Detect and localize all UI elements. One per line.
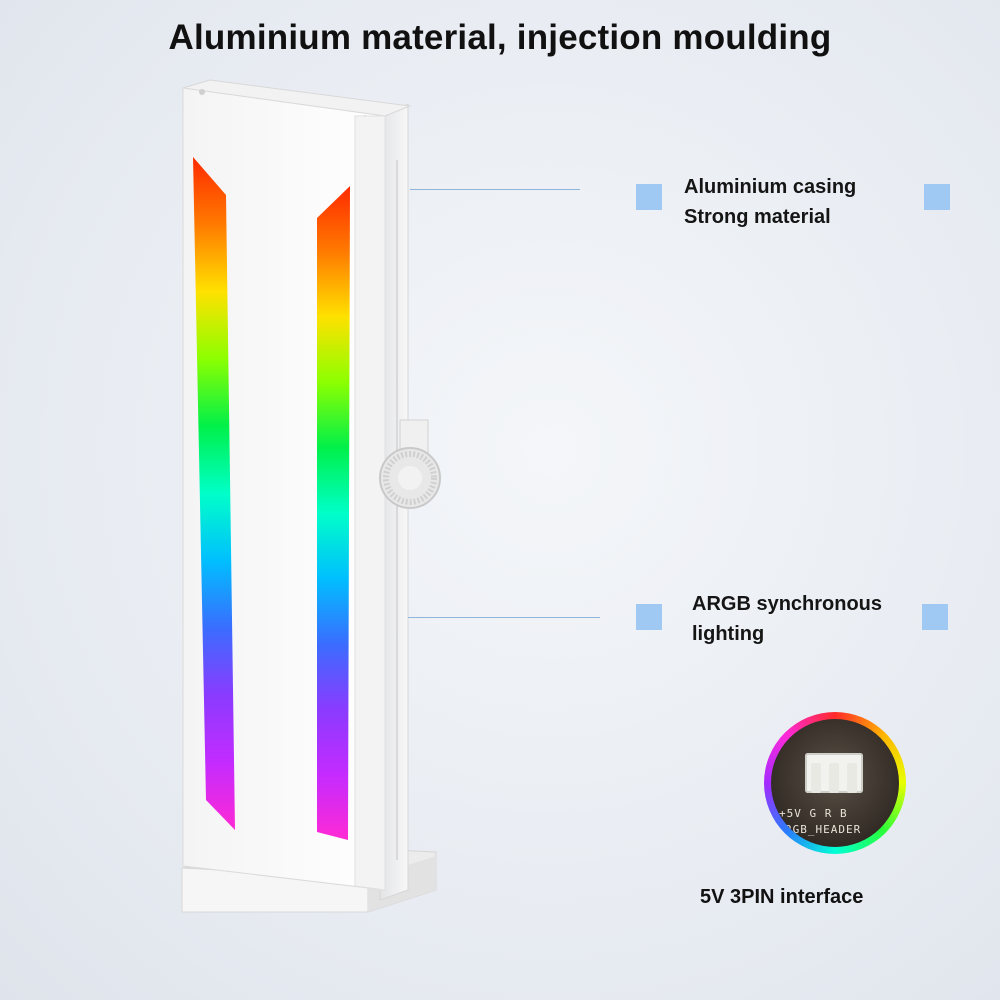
leader-line-casing <box>410 189 580 190</box>
callout-casing: Aluminium casing Strong material <box>684 172 856 232</box>
header-pin <box>829 763 839 793</box>
callout-casing-line2: Strong material <box>684 206 831 228</box>
callout-lighting-line2: lighting <box>692 623 765 645</box>
page-title: Aluminium material, injection moulding <box>168 18 832 57</box>
knurled-knob <box>379 447 441 509</box>
accent-square-left <box>636 184 662 210</box>
connector-caption: 5V 3PIN interface <box>700 886 864 908</box>
callout-lighting: ARGB synchronous lighting <box>692 589 882 649</box>
accent-square-right <box>922 604 948 630</box>
accent-square-left <box>636 604 662 630</box>
callout-lighting-line1: ARGB synchronous <box>692 593 883 615</box>
leader-line-lighting <box>408 617 600 618</box>
header-pin <box>811 763 821 793</box>
rgb-light-bars <box>193 157 350 840</box>
callout-casing-line1: Aluminium casing <box>684 176 857 198</box>
accent-square-right <box>924 184 950 210</box>
header-label: RGB_HEADER <box>785 823 862 836</box>
pin-label: +5V G R B <box>779 807 848 820</box>
header-pin <box>847 763 857 793</box>
argb-header-inset: +5V G R B RGB_HEADER <box>764 712 906 854</box>
motherboard-header-photo: +5V G R B RGB_HEADER <box>771 719 899 847</box>
left-light-bar <box>193 157 235 830</box>
right-light-bar <box>317 186 350 840</box>
